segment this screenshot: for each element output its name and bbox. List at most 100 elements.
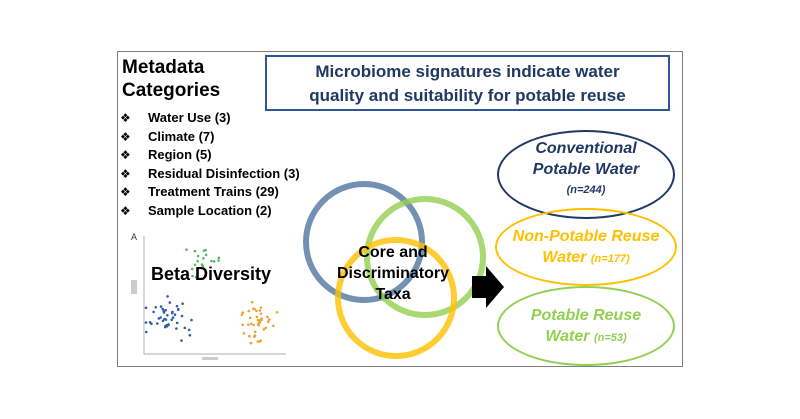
beta-diversity-label: Beta Diversity <box>151 264 272 284</box>
scatter-point <box>166 314 169 317</box>
scatter-point <box>249 322 253 326</box>
scatter-point <box>217 259 220 262</box>
diamond-bullet-icon: ❖ <box>120 185 131 199</box>
scatter-point <box>161 307 164 311</box>
scatter-point <box>257 322 260 325</box>
scatter-point <box>194 276 198 279</box>
scatter-point <box>175 327 178 330</box>
scatter-point <box>210 259 213 263</box>
scatter-point <box>171 316 175 319</box>
venn-label-line2: Discriminatory <box>336 265 450 282</box>
venn-label-line1: Core and <box>358 244 428 261</box>
scatter-point <box>185 248 188 251</box>
scatter-point <box>264 326 268 330</box>
metadata-item-label: Region (5) <box>148 147 212 162</box>
outcome-label-line1: Potable Reuse <box>530 307 642 324</box>
scatter-point <box>267 318 271 321</box>
scatter-point <box>187 328 191 332</box>
scatter-point <box>176 308 180 311</box>
metadata-item: ❖ Residual Disinfection (3) <box>120 165 300 184</box>
outcome-potable-reuse: Potable Reuse Water (n=53) <box>497 286 675 366</box>
scatter-point <box>202 249 206 252</box>
scatter-point <box>193 263 197 267</box>
scatter-point <box>196 259 199 263</box>
scatter-point <box>272 324 275 328</box>
scatter-point <box>163 317 166 321</box>
diamond-bullet-icon: ❖ <box>120 148 131 162</box>
scatter-point <box>190 267 194 271</box>
scatter-point <box>259 312 263 316</box>
scatter-point <box>167 323 170 327</box>
metadata-list: ❖Water Use (3) ❖Climate (7) ❖Region (5) … <box>120 109 300 220</box>
metadata-item-label: Water Use (3) <box>148 110 231 125</box>
scatter-point <box>161 319 165 323</box>
scatter-point <box>255 315 259 319</box>
scatter-point <box>175 304 179 308</box>
scatter-point <box>162 309 165 313</box>
outcome-label-line2: Potable Water <box>532 161 640 178</box>
scatter-point <box>200 263 204 266</box>
scatter-point <box>202 257 205 260</box>
venn-label-line3: Taxa <box>375 286 411 303</box>
scatter-point <box>157 317 161 320</box>
scatter-point <box>253 330 257 334</box>
scatter-point <box>173 313 177 316</box>
venn-circle-yellow <box>335 237 457 359</box>
scatter-point <box>166 295 169 298</box>
outcome-label-line2: Water <box>542 249 587 266</box>
outcome-conventional-potable: Conventional Potable Water (n=244) <box>497 130 675 219</box>
scatter-point <box>175 321 179 325</box>
scatter-point <box>259 306 263 309</box>
scatter-point <box>193 249 197 253</box>
right-arrow-icon <box>472 266 504 308</box>
headline-box: Microbiome signatures indicate water qua… <box>265 55 670 111</box>
metadata-item: ❖ Treatment Trains (29) <box>120 183 300 202</box>
scatter-point <box>252 323 255 327</box>
outcome-count: (n=177) <box>590 253 630 265</box>
outcome-label-line2: Water <box>545 328 590 345</box>
scatter-point <box>196 254 200 258</box>
scatter-point <box>253 307 256 311</box>
outcome-label-line1: Conventional <box>535 140 637 157</box>
headline-line2: quality and suitability for potable reus… <box>309 86 626 105</box>
scatter-point <box>241 311 245 314</box>
metadata-item: ❖Climate (7) <box>120 128 300 147</box>
panel-letter: A <box>131 232 137 242</box>
metadata-item: ❖ Water Use (3) <box>120 109 300 128</box>
outcome-non-potable-reuse: Non-Potable Reuse Water (n=177) <box>495 208 677 286</box>
scatter-point <box>188 333 192 337</box>
metadata-item-label: Treatment Trains (29) <box>148 184 279 199</box>
scatter-point <box>170 318 173 322</box>
diamond-bullet-icon: ❖ <box>120 166 131 181</box>
scatter-points <box>144 248 279 345</box>
scatter-point <box>150 322 153 326</box>
x-axis-title-mark <box>202 357 218 360</box>
scatter-point <box>163 325 167 329</box>
metadata-item: ❖Sample Location (2) <box>120 202 300 221</box>
diamond-bullet-icon: ❖ <box>120 129 131 144</box>
scatter-point <box>253 334 257 337</box>
beta-diversity-plot: A <box>131 232 286 360</box>
scatter-point <box>247 309 250 313</box>
scatter-point <box>190 318 193 322</box>
metadata-title-line1: Metadata <box>122 57 205 78</box>
scatter-point <box>204 253 208 257</box>
scatter-point <box>154 306 158 309</box>
diamond-bullet-icon: ❖ <box>120 111 131 125</box>
scatter-point <box>212 260 216 263</box>
venn-label: Core and Discriminatory Taxa <box>318 242 468 305</box>
metadata-item-label: Residual Disinfection (3) <box>148 165 300 181</box>
scatter-point <box>248 334 251 338</box>
scatter-point <box>159 305 163 308</box>
outcome-label-line1: Non-Potable Reuse <box>512 228 660 245</box>
scatter-point <box>248 316 252 320</box>
diamond-bullet-icon: ❖ <box>120 203 131 218</box>
scatter-point <box>180 339 183 342</box>
figure-frame: Metadata Categories ❖Water Use (3) ❖Clim… <box>117 51 683 367</box>
scatter-point <box>144 321 148 324</box>
scatter-point <box>217 256 221 260</box>
scatter-point <box>250 300 254 304</box>
venn-diagram <box>303 181 486 359</box>
scatter-point <box>152 310 155 314</box>
scatter-point <box>240 313 244 316</box>
